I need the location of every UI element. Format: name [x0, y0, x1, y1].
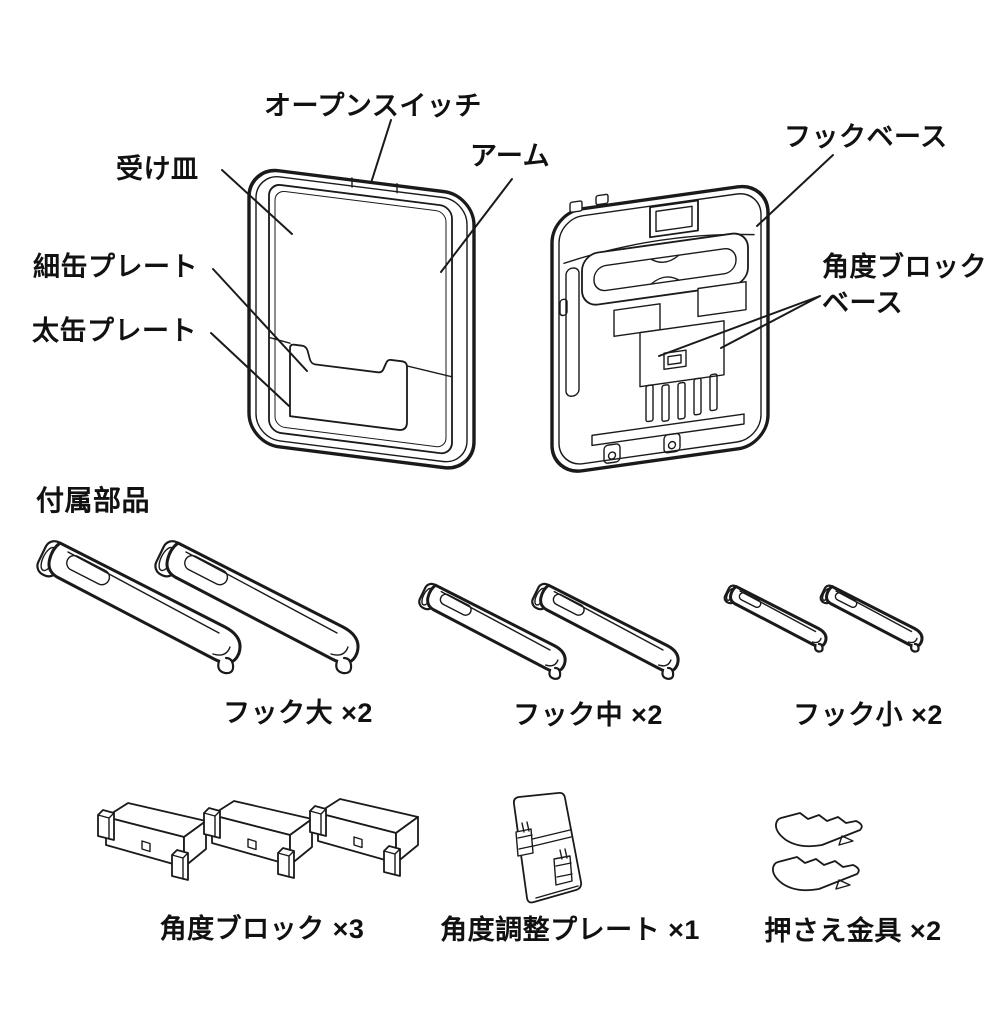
callout-angle-block-base-line1: 角度ブロック — [822, 252, 987, 282]
open-switch-mark — [351, 177, 398, 194]
can-plates-outline — [289, 343, 408, 431]
arm-leader — [440, 178, 513, 273]
callout-hook-base: フックベース — [784, 122, 948, 152]
label-angle-block: 角度ブロック ×3 — [159, 914, 365, 944]
callout-angle-block-base: 角度ブロック ベース — [822, 249, 987, 322]
callout-lines — [210, 119, 834, 407]
callout-tray: 受け皿 — [116, 154, 199, 184]
open-switch-leader — [370, 119, 392, 184]
label-hook-large: フック大 ×2 — [223, 698, 373, 728]
hook-small-illustration — [722, 583, 923, 653]
angle-block-illustration — [97, 798, 419, 881]
callout-thin-can-plate: 細缶プレート — [33, 252, 198, 282]
holder-back-illustration — [550, 184, 770, 473]
thick-can-plate-leader — [210, 332, 290, 407]
accessories-header: 付属部品 — [36, 485, 151, 516]
callout-open-switch: オープンスイッチ — [264, 91, 482, 121]
callout-thick-can-plate: 太缶プレート — [32, 316, 197, 346]
holding-bracket-illustration — [772, 812, 863, 892]
holder-front-illustration — [247, 168, 476, 470]
hook-base-leader — [756, 154, 834, 227]
label-hook-small: フック小 ×2 — [793, 700, 943, 730]
callout-angle-block-base-line2: ベース — [822, 288, 904, 319]
label-hook-medium: フック中 ×2 — [513, 700, 663, 730]
label-angle-adjust-plate: 角度調整プレート ×1 — [440, 915, 700, 945]
angle-block-base-leader — [658, 295, 821, 357]
label-holding-bracket: 押さえ金具 ×2 — [764, 916, 942, 946]
tray-leader — [221, 169, 293, 235]
hook-medium-illustration — [415, 580, 680, 680]
angle-adjust-plate-illustration — [512, 791, 583, 904]
callout-arm: アーム — [470, 141, 551, 171]
hook-large-illustration — [32, 536, 360, 675]
thin-can-plate-leader — [212, 268, 308, 372]
